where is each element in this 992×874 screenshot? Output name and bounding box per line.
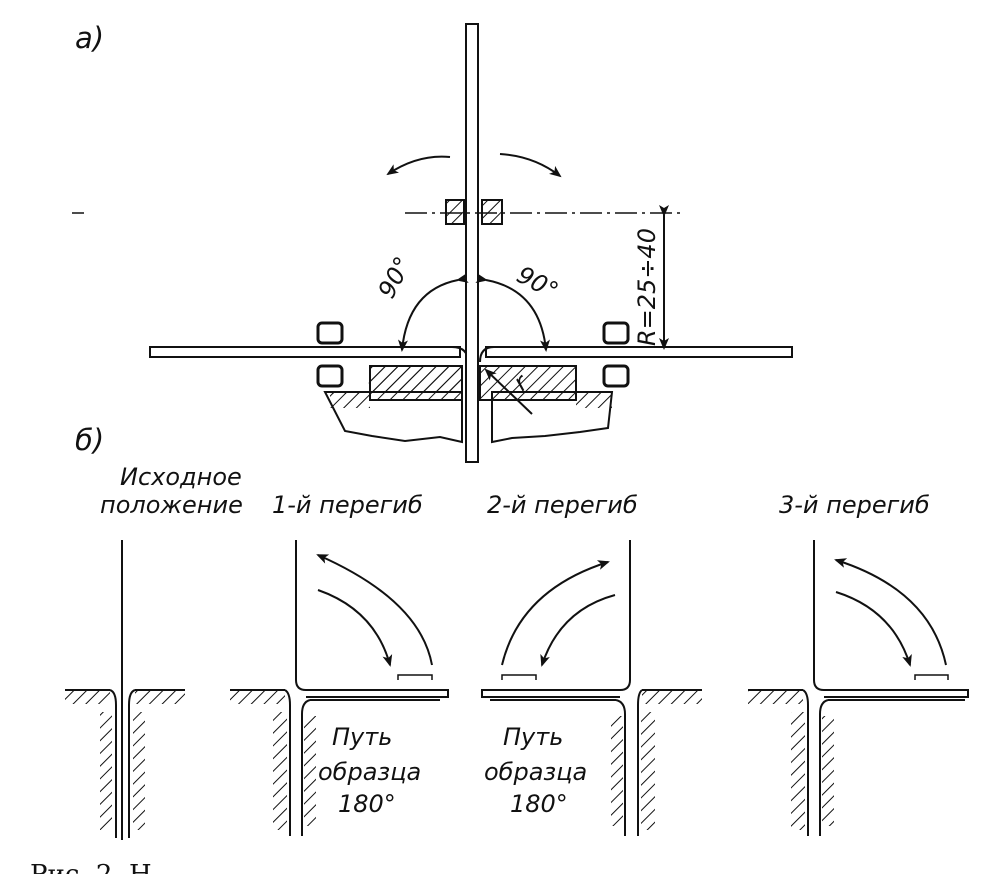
- stage-3-arrow-outer: [834, 558, 947, 666]
- stage-bend-2: [481, 540, 702, 836]
- stage-3-arrow-inner: [835, 591, 912, 667]
- horizontal-rods: [149, 346, 793, 363]
- bend-radius-leader: [484, 368, 533, 415]
- stage-1-arrow-inner: [317, 589, 393, 667]
- stage-bend-1: [230, 540, 449, 836]
- clamp-block-bottom-right: [602, 364, 630, 388]
- vise-base: [323, 365, 614, 444]
- angle-arc-right: [475, 273, 550, 352]
- angle-label-left: 90°: [373, 252, 418, 303]
- angle-arc-left: [398, 273, 469, 352]
- stage-2-arrow-outer: [501, 560, 610, 666]
- lever-guide-block: [445, 199, 503, 225]
- vertical-specimen: [465, 23, 479, 463]
- clamp-blocks: [316, 321, 630, 388]
- path-note-1: Путь образца 180°: [318, 723, 421, 818]
- swing-arrow-right: [499, 153, 562, 178]
- figure-caption: Рис. 2. Н: [30, 860, 152, 874]
- clamp-block-bottom-left: [316, 364, 344, 388]
- specimen-stage-3-bent: [813, 679, 969, 698]
- specimen-stage-2-bent: [481, 679, 631, 698]
- path-note-2-line1: Путь: [503, 723, 563, 751]
- angle-label-right: 90°: [512, 261, 563, 306]
- stage-3-title: 3-й перегиб: [779, 491, 930, 519]
- clamp-block-top-right: [602, 321, 630, 345]
- path-note-2-line3: 180°: [510, 790, 568, 818]
- panel-a: а): [72, 21, 793, 463]
- stage-0-title-line1: Исходное: [120, 463, 242, 491]
- swing-arrow-left: [386, 155, 451, 176]
- panel-b: б) Исходное положение 1-й перегиб 2-й пе…: [65, 423, 969, 840]
- stage-0-title-line2: положение: [100, 491, 243, 519]
- stage-initial: [65, 540, 185, 840]
- specimen-stage-1-bent: [295, 679, 449, 698]
- stage-1-title: 1-й перегиб: [272, 491, 423, 519]
- path-note-2: Путь образца 180°: [484, 723, 587, 818]
- path-note-1-line3: 180°: [338, 790, 396, 818]
- stage-2-title: 2-й перегиб: [487, 491, 638, 519]
- panel-a-label: а): [75, 21, 104, 55]
- stage-1-arrow-outer: [316, 554, 433, 666]
- panel-b-label: б): [75, 423, 104, 457]
- path-note-2-line2: образца: [484, 758, 587, 786]
- clamp-block-top-left: [316, 321, 344, 345]
- stage-2-arrow-inner: [540, 594, 616, 667]
- radius-dimension-label: R=25÷40: [633, 228, 661, 346]
- path-note-1-line2: образца: [318, 758, 421, 786]
- path-note-1-line1: Путь: [332, 723, 392, 751]
- stage-bend-3: [748, 540, 969, 836]
